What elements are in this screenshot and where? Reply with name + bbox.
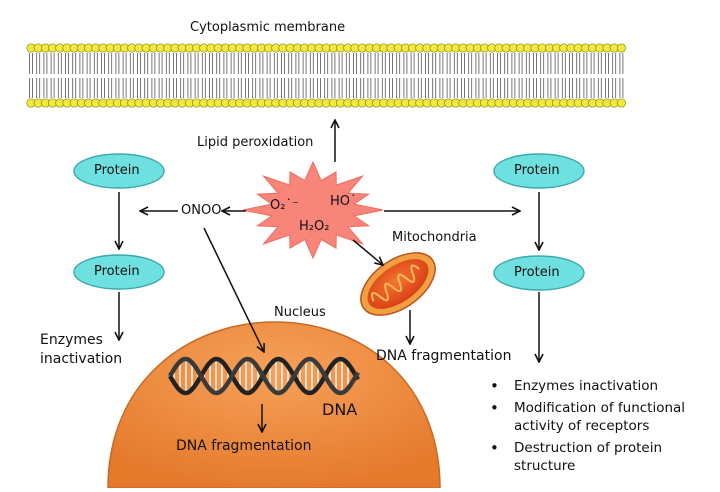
- protein-left-top: [73, 153, 165, 189]
- arrow-onoo-to-nucleus: [203, 227, 264, 352]
- peroxynitrite-label: ONOO: [181, 203, 222, 218]
- cytoplasmic-membrane: [26, 43, 626, 108]
- arrow-to-mitochondria: [352, 239, 383, 265]
- nucleus-label: Nucleus: [274, 305, 326, 320]
- right-outcome-item: Modification of functional activity of r…: [490, 399, 715, 435]
- hydroxyl-label: HO˙: [330, 194, 357, 209]
- protein-left-bottom-label: Protein: [94, 264, 140, 279]
- protein-right-bottom-label: Protein: [514, 265, 560, 280]
- superoxide-label: O₂˙⁻: [270, 198, 299, 213]
- right-outcome-item: Enzymes inactivation: [490, 377, 715, 395]
- protein-left-top-label: Protein: [94, 163, 140, 178]
- protein-right-bottom: [493, 255, 585, 291]
- membrane-label: Cytoplasmic membrane: [190, 20, 346, 35]
- dna-outcome-label: DNA fragmentation: [176, 438, 312, 454]
- protein-left-bottom: [73, 254, 165, 290]
- nucleus-shape: [107, 321, 441, 489]
- peroxide-label: H₂O₂: [299, 219, 330, 234]
- left-outcome-line2: inactivation: [40, 351, 123, 367]
- left-outcome-line1: Enzymes: [40, 332, 103, 348]
- ros-burst: [242, 160, 384, 260]
- dna-helix: [168, 356, 360, 396]
- protein-right-top: [493, 153, 585, 189]
- mitochondrion: [360, 252, 436, 316]
- right-outcome-item: Destruction of protein structure: [490, 439, 715, 475]
- mito-outcome-label: DNA fragmentation: [376, 348, 512, 364]
- mitochondria-label: Mitochondria: [392, 230, 477, 245]
- dna-label: DNA: [322, 400, 358, 419]
- arrows: [119, 120, 539, 432]
- right-outcome-list: Enzymes inactivation Modification of fun…: [490, 377, 715, 479]
- lipid-peroxidation-label: Lipid peroxidation: [197, 135, 314, 150]
- protein-right-top-label: Protein: [514, 163, 560, 178]
